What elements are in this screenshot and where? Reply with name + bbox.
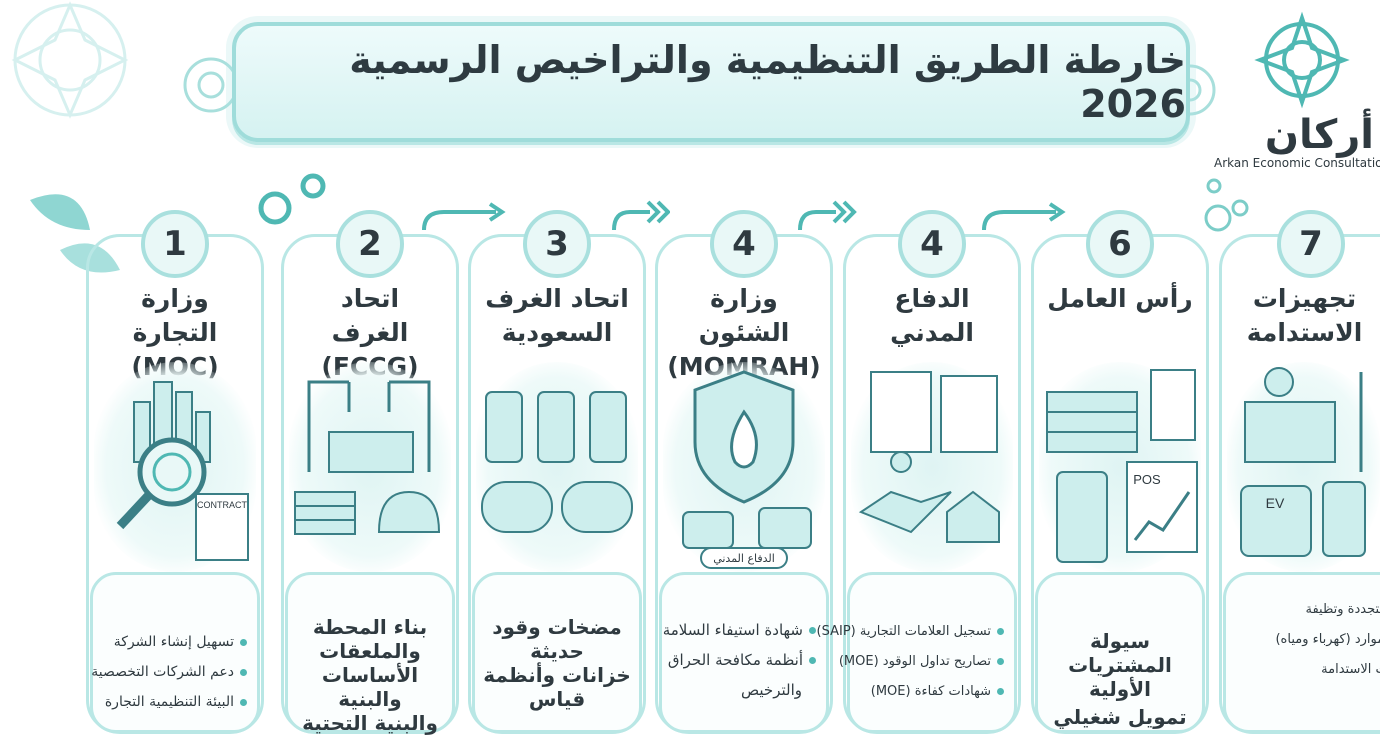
step-title: رأس العامل	[1047, 284, 1193, 313]
arkan-logo: أركان	[1212, 8, 1380, 178]
list-item: كفاءة موارد (كهرباء ومياه)	[1275, 632, 1380, 647]
list-item: تسهيل إنشاء الشركة	[99, 627, 247, 657]
fire-shield-icon: الدفاع المدني	[663, 362, 825, 572]
cash-pos-icon: POS	[1039, 362, 1201, 572]
list-item: البيئة التنظيمية التجارة	[99, 687, 247, 717]
ev-label: EV	[1266, 495, 1285, 511]
bubbles-decoration-icon	[1204, 178, 1249, 232]
details-box: طاقة متجددة وتظيفة كفاءة موارد (كهرباء و…	[1223, 572, 1380, 733]
list-item: شهادات الاستدامة	[1321, 662, 1380, 677]
details-text: بناء المحطة والملعقات الأساسات والبنية و…	[302, 615, 438, 735]
details-box: شهادة استيفاء السلامة أنظمة مكافحة الحرا…	[659, 572, 829, 733]
title-banner: خارطة الطريق التنظيمية والتراخيص الرسمية…	[232, 22, 1190, 142]
step-card-momrah: 4 وزارة الشئون (MOMRAH) الدفاع المدني شه…	[655, 210, 833, 734]
details-box: بناء المحطة والملعقات الأساسات والبنية و…	[285, 572, 455, 735]
details-box: مضخات وقود حديثة خزانات وأنظمة قياس	[472, 572, 642, 733]
bullet-list: تسجيل العلامات التجارية (SAIP) تصاريح تد…	[817, 617, 1004, 707]
civil-defense-label: الدفاع المدني	[713, 552, 775, 565]
list-item: تصاريح تداول الوقود (MOE)	[839, 647, 1004, 677]
flow-arrow-icon	[612, 200, 670, 231]
step-card-civil-defense: 4 الدفاع المدني تسجيل العلامات التجارية …	[817, 210, 1021, 734]
step-card-working-capital: 6 رأس العامل POS سيولة المشتريات الأولية…	[1031, 210, 1209, 734]
details-text: سيولة المشتريات الأولية تمويل شغيلي	[1053, 629, 1187, 729]
page-title: خارطة الطريق التنظيمية والتراخيص الرسمية…	[349, 38, 1186, 126]
step-number: 4	[710, 210, 778, 278]
details-box: تسجيل العلامات التجارية (SAIP) تصاريح تد…	[817, 572, 1017, 733]
magnifier-city-icon: CONTRACT	[94, 362, 256, 572]
bullet-list: تسهيل إنشاء الشركة دعم الشركات التخصصية …	[91, 627, 247, 717]
flow-arrow-icon	[798, 200, 857, 231]
list-item: شهادات كفاءة (MOE)	[856, 677, 1004, 707]
step-number: 1	[141, 210, 209, 278]
flow-arrow-icon	[982, 202, 1066, 231]
step-title: تجهيزات الاستدامة	[1246, 284, 1363, 347]
fuel-pumps-icon	[476, 362, 638, 572]
step-title: اتحاد الغرف السعودية	[485, 284, 629, 347]
list-item: تسجيل العلامات التجارية (SAIP)	[817, 617, 1004, 647]
mandala-logo-icon	[1254, 11, 1350, 109]
step-number: 3	[523, 210, 591, 278]
bullet-list: شهادة استيفاء السلامة أنظمة مكافحة الحرا…	[663, 615, 816, 705]
list-item: شهادة استيفاء السلامة	[663, 615, 816, 645]
flow-arrow-icon	[422, 202, 506, 231]
step-number: 7	[1277, 210, 1345, 278]
details-box: سيولة المشتريات الأولية تمويل شغيلي	[1035, 572, 1205, 733]
list-item: دعم الشركات التخصصية	[91, 657, 247, 687]
step-card-sustainability: 7 تجهيزات الاستدامة EV طاقة متجددة وتظيف…	[1219, 210, 1380, 734]
pos-label: POS	[1133, 472, 1161, 487]
contract-label: CONTRACT	[197, 500, 247, 510]
step-card-moc: 1 وزارة التجارة (MOC) CONTRACT تسهيل إنش…	[86, 210, 264, 734]
step-number: 4	[898, 210, 966, 278]
certificates-handshake-icon	[851, 362, 1013, 572]
step-title: الدفاع المدني	[890, 284, 974, 347]
list-item: أنظمة مكافحة الحراق	[668, 645, 816, 675]
step-number: 2	[336, 210, 404, 278]
step-number: 6	[1086, 210, 1154, 278]
details-text: مضخات وقود حديثة خزانات وأنظمة قياس	[483, 615, 631, 711]
bullet-list: طاقة متجددة وتظيفة كفاءة موارد (كهرباء و…	[1230, 595, 1380, 685]
solar-ev-icon: EV	[1227, 362, 1380, 572]
details-box: تسهيل إنشاء الشركة دعم الشركات التخصصية …	[90, 572, 260, 733]
list-item: طاقة متجددة وتظيفة	[1305, 602, 1380, 617]
logo-wordmark: أركان	[1264, 112, 1374, 158]
step-card-saudi-chambers: 3 اتحاد الغرف السعودية مضخات وقود حديثة …	[468, 210, 646, 734]
gears-icon	[258, 173, 326, 225]
list-item: والترخيص	[741, 681, 802, 699]
mandala-decoration-icon	[11, 1, 129, 119]
logo-subtitle: Arkan Economic Consultation	[1214, 156, 1380, 170]
construction-cranes-icon	[289, 362, 451, 572]
step-card-fccg: 2 اتحاد الغرف (FCCG) بناء المحطة والملعق…	[281, 210, 459, 735]
